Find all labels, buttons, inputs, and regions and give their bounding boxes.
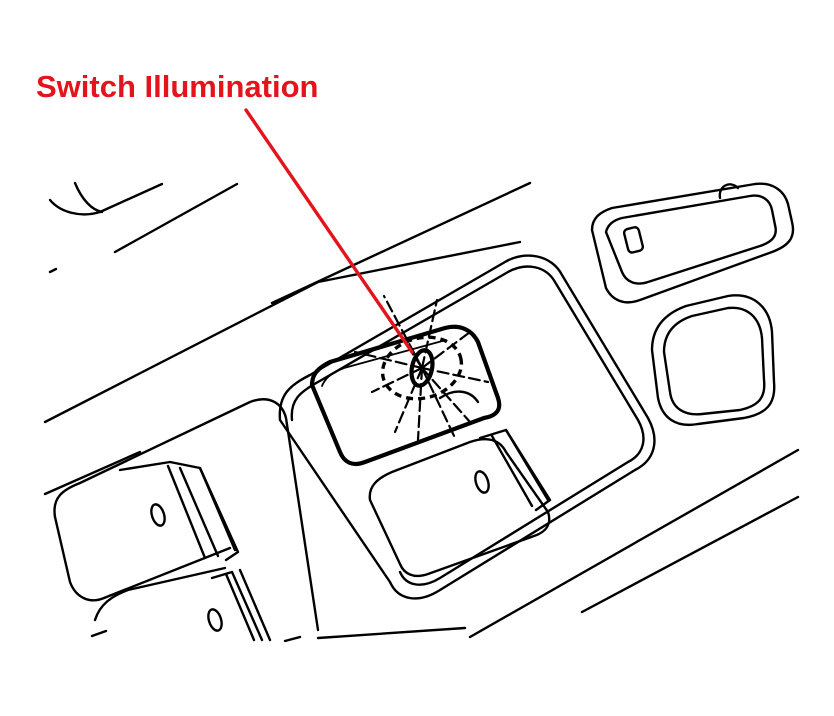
upper-right-switch <box>590 182 795 304</box>
switch-slot-icon <box>474 470 490 494</box>
switch-illumination-callout: Switch Illumination <box>36 69 319 104</box>
right-square-button <box>650 294 776 427</box>
switch-curl-mark <box>718 183 740 200</box>
panel-contour-lines <box>43 181 800 643</box>
left-window-switch-lower <box>93 566 272 642</box>
switch-button-notch <box>622 226 645 254</box>
center-switch-housing <box>278 254 656 600</box>
illumination-glow-rays <box>353 294 490 442</box>
center-window-switch <box>368 428 552 578</box>
switch-slot-icon <box>150 503 166 527</box>
callout-leader-line <box>244 108 414 354</box>
illuminated-lock-switch <box>309 324 502 467</box>
left-window-switch-upper <box>53 398 320 632</box>
illumination-halo <box>380 335 464 401</box>
switch-slot-icon <box>207 608 223 632</box>
